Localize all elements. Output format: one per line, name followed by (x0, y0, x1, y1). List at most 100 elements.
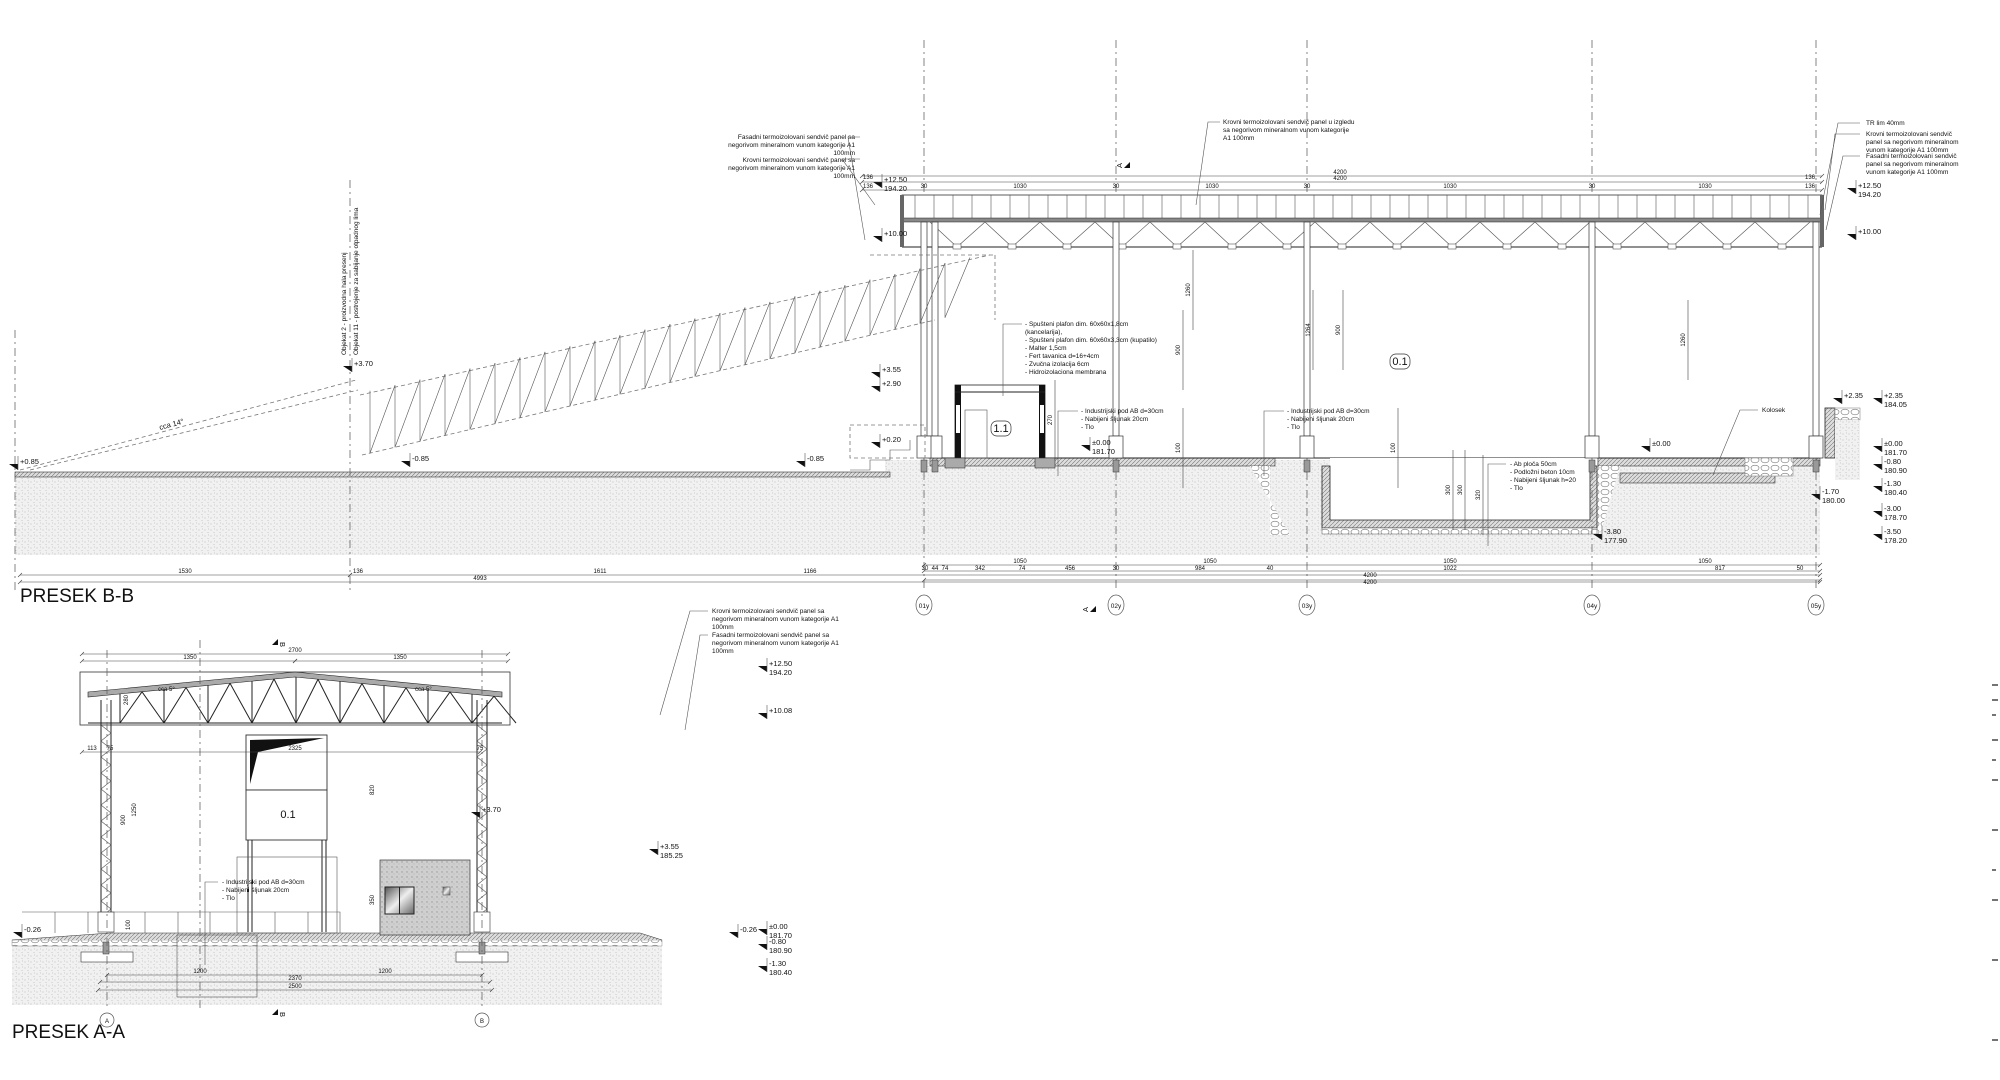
conveyor-brace (394, 379, 421, 448)
dimension-value: 30 (1113, 566, 1120, 572)
dimension-value: 4200 (1333, 176, 1347, 182)
axis-label: A (105, 1019, 109, 1025)
leader-line (1825, 155, 1860, 231)
dimension-value: 74 (942, 566, 949, 572)
stairs (850, 440, 911, 471)
dimension-value: 1030 (1698, 184, 1712, 190)
truss-diagonal (163, 687, 187, 724)
level-value: 178.20 (1884, 536, 1907, 545)
annotation-note: - Spušteni plafon dim. 60x60x1,8cm (1025, 321, 1128, 328)
dimension-value: 1166 (804, 569, 818, 575)
dimension-value: 75 (107, 746, 114, 752)
level-value: +12.50 (884, 175, 907, 184)
dimension-tick (1817, 568, 1823, 574)
level-value: +2.90 (882, 379, 901, 388)
level-marker-icon (1873, 534, 1882, 540)
dimension-tick (104, 972, 110, 978)
truss-diagonal (984, 221, 1013, 248)
dimension-value: 1050 (1443, 559, 1457, 565)
dimension-value: 50 (1797, 566, 1804, 572)
level-value: 194.20 (1858, 190, 1881, 199)
level-marker-icon (871, 372, 880, 378)
truss-diagonal (1451, 221, 1481, 248)
annotation-note: vunom kategorije A1 100mm (1866, 147, 1948, 154)
truss-diagonal (493, 695, 517, 724)
dimension-value: 136 (863, 184, 874, 190)
track-bed (1619, 472, 1776, 484)
conveyor-brace (594, 335, 621, 401)
truss-diagonal (1231, 221, 1261, 248)
dimension-value: 136 (353, 569, 364, 575)
annotation-note: Krovni termoizolovani sendvič panel sa (743, 157, 856, 164)
level-value: +10.08 (769, 706, 792, 715)
annotation-note: negorivom mineralnom vunom kategorije A1 (728, 165, 855, 172)
columns-bb (916, 221, 1824, 473)
dimension-tick (1817, 562, 1823, 568)
dimension-value: 30 (922, 566, 929, 572)
annotation-note: - Tlo (1287, 424, 1300, 431)
level-value: -3.00 (1884, 504, 1901, 513)
conveyor-brace (719, 307, 746, 371)
dimension-tick (292, 658, 298, 664)
level-value: +2.35 (1884, 391, 1903, 400)
truss-diagonal (1561, 221, 1591, 248)
dimension-tick (859, 179, 865, 185)
level-marker-icon (1873, 446, 1882, 452)
dimension-value: 820 (370, 784, 376, 795)
truss-diagonal (1369, 221, 1398, 248)
conveyor-brace (694, 312, 721, 377)
annotation-note: panel sa negorivom mineralnom (1866, 139, 1959, 146)
dimension-value: 1030 (1013, 184, 1027, 190)
conveyor-brace (919, 262, 946, 324)
tank-foundation (176, 934, 258, 998)
truss-diagonal (1699, 221, 1728, 248)
truss-node (1447, 243, 1457, 250)
slope-label: cca 5° (158, 687, 175, 693)
dimension-tick (1819, 173, 1825, 179)
level-marker-icon (9, 464, 18, 470)
truss-diagonal (1341, 221, 1371, 248)
dimension-tick (1817, 579, 1823, 585)
annotation-note: negorivom mineralnom vunom kategorije A1 (712, 616, 839, 623)
section-cut-icon (272, 1009, 278, 1015)
room-1-1 (944, 384, 1056, 469)
level-marker-icon (758, 666, 767, 672)
truss-diagonal (1479, 221, 1508, 248)
level-marker-icon (758, 966, 767, 972)
truss-diagonal (1011, 221, 1041, 248)
annotation-note: Fasadni termoizolovani sendvič panel sa (738, 134, 855, 141)
truss-diagonal (1671, 221, 1701, 248)
anchor (931, 459, 939, 473)
tank-0-1 (236, 734, 338, 934)
level-value: +3.55 (660, 842, 679, 851)
dimension-value: 4993 (473, 576, 487, 582)
annotation-note: - Industrijski pod AB d=30cm (1287, 408, 1370, 415)
steel-column (1812, 221, 1820, 437)
leader-line (1195, 121, 1220, 206)
steel-column (931, 221, 939, 437)
truss-diagonal (1121, 221, 1151, 248)
level-value: -1.30 (769, 959, 786, 968)
level-marker-icon (1081, 445, 1090, 451)
dimension-value: 1050 (1203, 559, 1217, 565)
truss-diagonal (1424, 221, 1453, 248)
leader-line (204, 881, 218, 965)
dimension-value: 817 (1715, 566, 1726, 572)
annotation-note: Krovni termoizolovani sendvič (1866, 131, 1953, 138)
section-title-aa: PRESEK A-A (12, 1022, 125, 1043)
vertical-note: Objekat 11 - postrojenje za sabijanje ot… (353, 207, 360, 355)
room-label: 1.1 (993, 423, 1008, 435)
dimension-tick (79, 658, 85, 664)
truss-diagonal (1066, 221, 1096, 248)
inclined-conveyor-truss (19, 254, 996, 471)
level-marker-icon (873, 236, 882, 242)
axis-label: 02y (1111, 603, 1122, 610)
dimension-value: 113 (87, 746, 97, 752)
annotation-note: Fasadni termoizolovani sendvič (1866, 153, 1957, 160)
level-value: 181.70 (769, 931, 792, 940)
dimension-value: 1200 (193, 969, 207, 975)
truss-diagonal (1314, 221, 1343, 248)
leader-line (1712, 409, 1758, 476)
